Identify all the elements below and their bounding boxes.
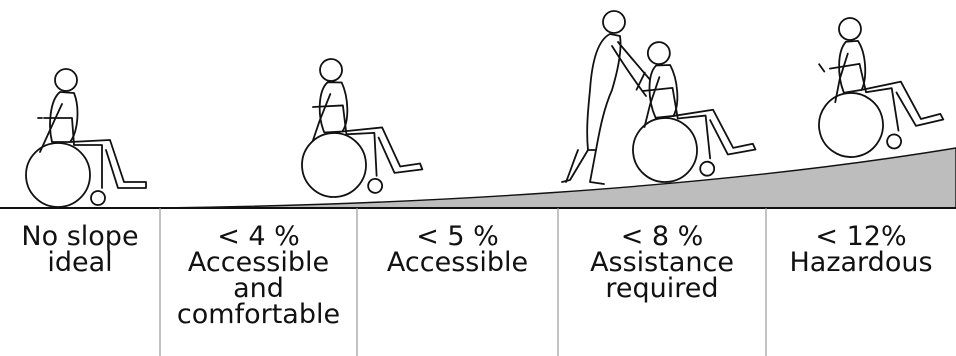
category-label-8-percent: < 8 % Assistance required bbox=[558, 224, 766, 302]
label-line: Hazardous bbox=[766, 250, 956, 276]
label-line: comfortable bbox=[160, 302, 357, 328]
category-label-12-percent: < 12% Hazardous bbox=[766, 224, 956, 276]
wheelchair-user-icon bbox=[803, 6, 947, 162]
wheelchair-user-icon bbox=[296, 55, 423, 199]
ramp-wedge bbox=[160, 148, 956, 208]
category-label-no-slope: No slope ideal bbox=[0, 224, 160, 276]
label-line: ideal bbox=[0, 250, 160, 276]
category-label-5-percent: < 5 % Accessible bbox=[357, 224, 558, 276]
category-label-4-percent: < 4 % Accessible and comfortable bbox=[160, 224, 357, 328]
wheelchair-user-icon bbox=[622, 33, 758, 185]
wheelchair-user-icon bbox=[26, 69, 146, 207]
label-line: Accessible bbox=[357, 250, 558, 276]
label-line: required bbox=[558, 276, 766, 302]
